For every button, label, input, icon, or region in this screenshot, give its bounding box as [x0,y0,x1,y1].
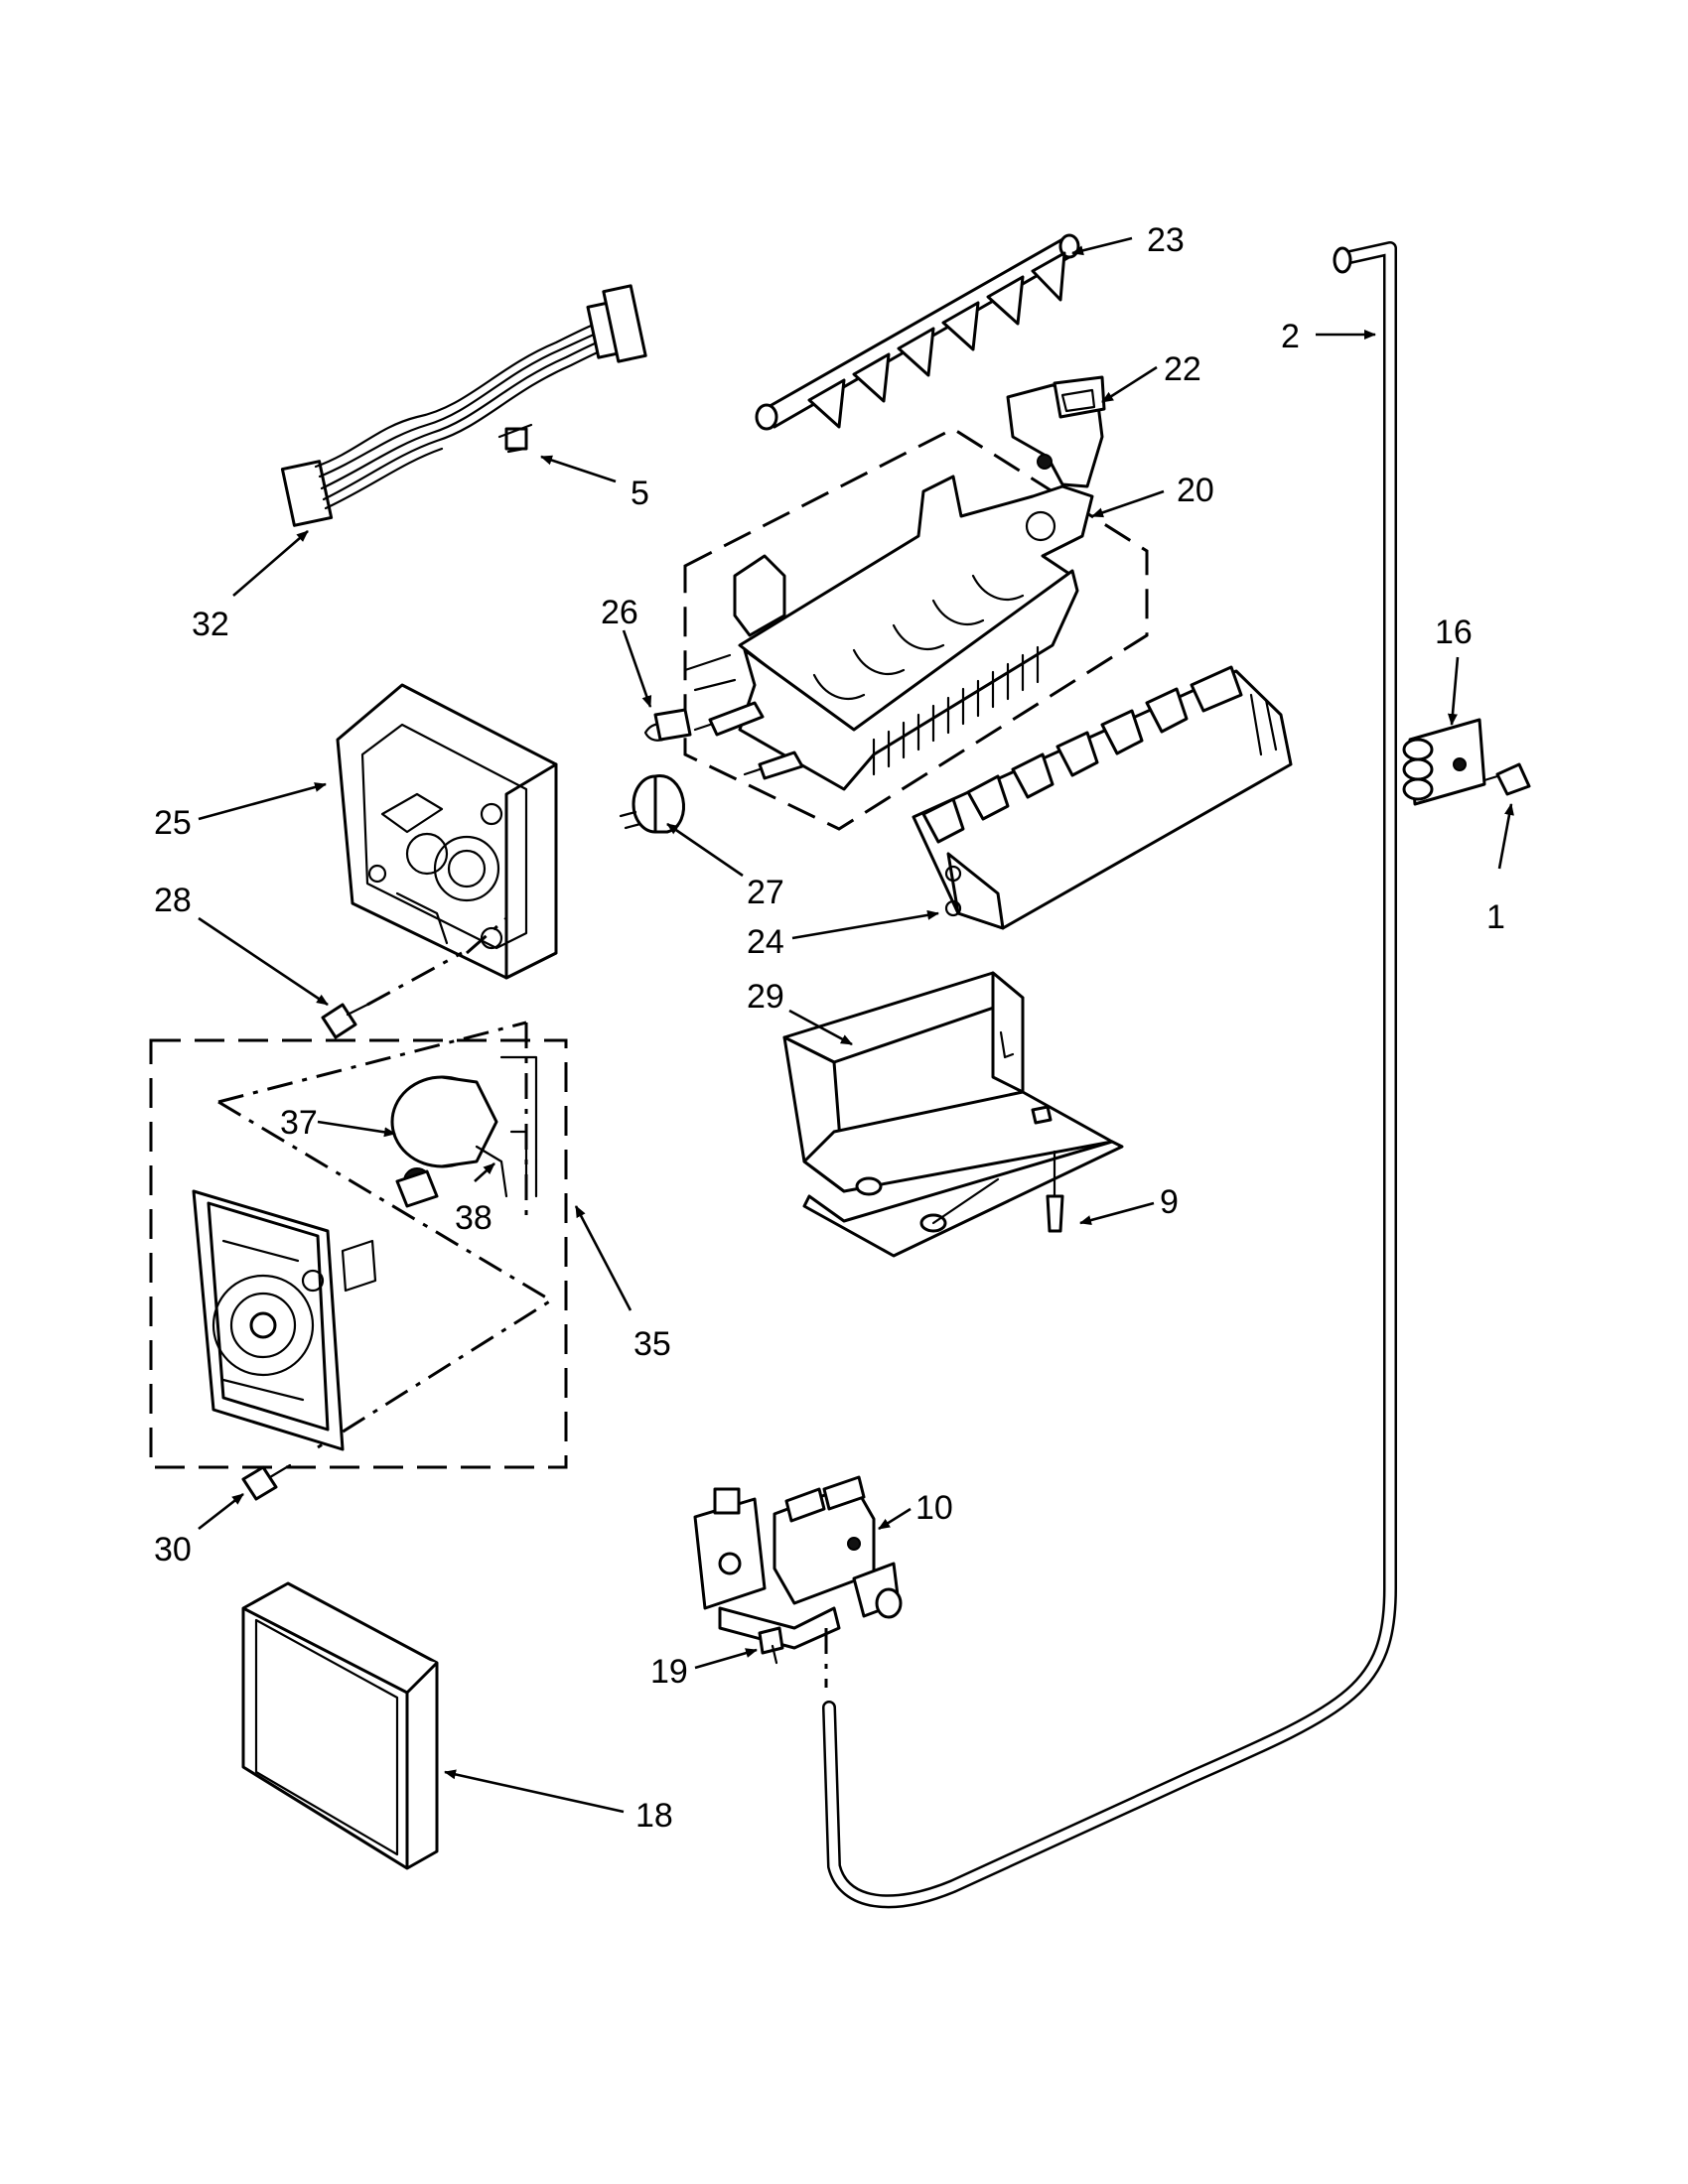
callout-32: 32 [192,606,229,643]
thermostat-part [619,708,692,834]
stripper-part [912,665,1293,930]
callout-22: 22 [1164,350,1201,388]
callout-25: 25 [154,804,192,842]
callout-9: 9 [1160,1183,1179,1221]
callout-20: 20 [1177,472,1214,509]
callout-37: 37 [280,1104,318,1142]
mold-part [683,427,1149,831]
callout-38: 38 [455,1199,492,1237]
callout-labels: 1 2 5 9 10 16 18 19 20 22 23 24 25 26 27… [154,221,1505,1835]
screw-9-part [1046,1150,1064,1233]
motor-module-part [149,1021,568,1469]
callout-18: 18 [635,1797,673,1835]
callout-19: 19 [650,1653,688,1691]
callout-30: 30 [154,1531,192,1569]
callout-29: 29 [747,978,784,1016]
callout-10: 10 [915,1489,953,1527]
callout-27: 27 [747,874,784,911]
callout-24: 24 [747,923,784,961]
callout-28: 28 [154,882,192,919]
callout-35: 35 [633,1325,671,1363]
callout-26: 26 [601,594,638,631]
clamp-part [1402,718,1486,806]
cover-box-part [241,1581,439,1870]
screw-1-part [1482,762,1531,796]
screw-30-part [241,1463,292,1501]
callout-16: 16 [1435,614,1473,651]
shelf-part [782,971,1124,1258]
leader-lines [198,236,1514,1814]
water-tube-part [822,241,1397,1909]
screw-28-part [321,916,507,1039]
callout-1: 1 [1486,898,1505,936]
callout-2: 2 [1281,318,1300,355]
bracket-part [1006,375,1106,488]
callout-23: 23 [1147,221,1185,259]
screw-19-part [758,1626,828,1688]
callout-5: 5 [631,475,649,512]
control-housing-part [336,683,558,980]
wire-harness-part [280,284,647,527]
water-valve-part [693,1475,903,1650]
